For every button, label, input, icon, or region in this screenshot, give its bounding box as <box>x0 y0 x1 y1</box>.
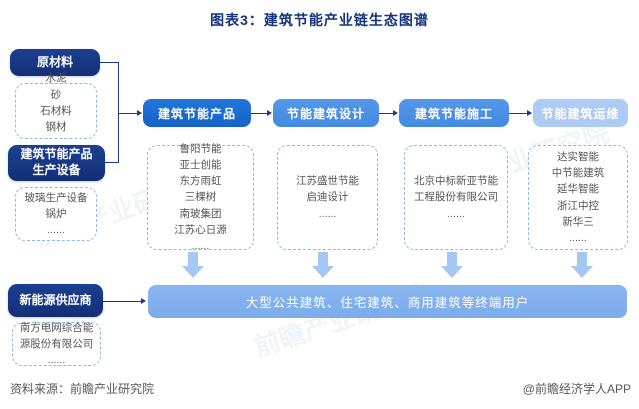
list-raw-materials: 水泥 砂 石材料 钢材 ...... <box>15 72 97 149</box>
connector-line <box>103 301 142 302</box>
connector-line <box>251 113 268 114</box>
connector-arrow-icon <box>137 110 142 116</box>
stage-construction: 建筑节能施工 <box>399 99 509 127</box>
end-user-bar: 大型公共建筑、住宅建筑、商用建筑等终端用户 <box>148 285 627 318</box>
connector-line <box>105 162 118 163</box>
connector-line <box>118 62 119 163</box>
chart-title: 图表3：建筑节能产业链生态图谱 <box>210 12 429 28</box>
connector-line <box>118 113 138 114</box>
stage-energy-saving-products: 建筑节能产品 <box>143 99 251 127</box>
list-stage-operation-companies: 达实智能 中节能建筑 延华智能 浙江中控 新华三 ...... <box>528 145 628 250</box>
connector-arrow-icon <box>141 298 146 304</box>
list-energy-supplier: 南方电网综合能源股份有限公司 ...... <box>12 322 101 366</box>
list-production-equipment: 玻璃生产设备 锅炉 ...... <box>15 187 97 241</box>
node-production-equipment: 建筑节能产品 生产设备 <box>8 145 105 181</box>
connector-arrow-icon <box>527 110 532 116</box>
down-arrow-icon <box>441 252 463 278</box>
down-arrow-icon <box>571 252 593 278</box>
list-stage-design-companies: 江苏盛世节能 启迪设计 ...... <box>277 145 378 250</box>
stage-building-design: 节能建筑设计 <box>273 99 379 127</box>
node-energy-supplier: 新能源供应商 <box>8 284 103 317</box>
connector-line <box>379 113 394 114</box>
credit-note: @前瞻经济学人APP <box>522 382 631 396</box>
stage-operation-maintenance: 节能建筑运维 <box>533 99 628 127</box>
connector-arrow-icon <box>393 110 398 116</box>
connector-line <box>509 113 528 114</box>
source-note: 资料来源：前瞻产业研究院 <box>10 382 155 396</box>
list-stage-products-companies: 鲁阳节能 亚士创能 东方雨虹 三棵树 南玻集团 江苏心日源 ...... <box>147 143 254 252</box>
down-arrow-icon <box>182 252 204 278</box>
list-stage-construction-companies: 北京中标新亚节能 工程股份有限公司 ...... <box>404 145 508 250</box>
down-arrow-icon <box>312 252 334 278</box>
connector-arrow-icon <box>267 110 272 116</box>
node-raw-materials: 原材料 <box>10 49 100 76</box>
connector-line <box>100 62 118 63</box>
